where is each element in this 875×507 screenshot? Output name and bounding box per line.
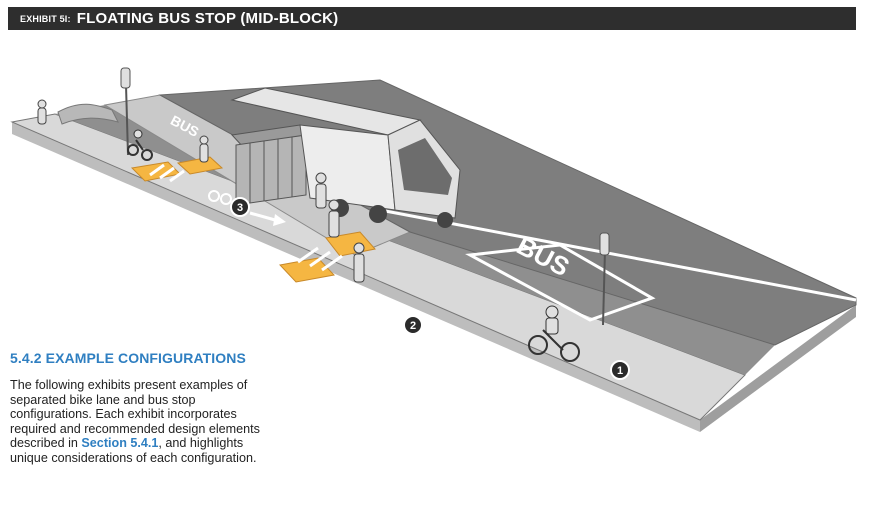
svg-text:1: 1 [617, 365, 623, 377]
pedestrian [315, 172, 327, 209]
exhibit-number: EXHIBIT 5I: [20, 13, 71, 24]
bus-stop-sign-far [120, 67, 131, 156]
bus-box-marking [465, 243, 656, 322]
pedestrian [37, 99, 47, 125]
section-5-4-1-link[interactable]: Section 5.4.1 [81, 436, 159, 451]
callout-3: 3 [230, 197, 250, 217]
svg-text:2: 2 [410, 320, 416, 332]
crosswalk-near [297, 246, 343, 272]
body-text-before: The following exhibits present examples … [10, 378, 260, 451]
cyclist-near [528, 305, 580, 362]
lane-line [379, 208, 857, 302]
pedestrian [353, 242, 365, 283]
floating-bus-stop-illustration: BUS BUS [10, 67, 857, 432]
exhibit-header: EXHIBIT 5I: FLOATING BUS STOP (MID-BLOCK… [8, 7, 856, 30]
raised-curb [57, 103, 119, 125]
crosswalk-far [149, 163, 185, 183]
bike-arrow [249, 211, 276, 222]
callout-1: 1 [610, 360, 630, 380]
pedestrian [328, 199, 340, 238]
callout-2: 2 [403, 315, 423, 335]
exhibit-title: FLOATING BUS STOP (MID-BLOCK) [76, 10, 339, 27]
svg-text:3: 3 [237, 202, 243, 214]
cyclist-far [127, 129, 153, 161]
body-text-after: , and highlights unique considerations o… [10, 436, 257, 465]
bus-shelter [230, 124, 314, 206]
bus [230, 87, 461, 228]
bus-stop-sign-near [599, 232, 610, 326]
bus-side [299, 124, 396, 211]
pedestrian [199, 135, 209, 163]
section-body: The following exhibits present examples … [10, 378, 265, 466]
section-heading: 5.4.2 EXAMPLE CONFIGURATIONS [10, 350, 246, 366]
slab-side-right [700, 305, 856, 432]
tactile-pad [279, 257, 335, 283]
tactile-pad [176, 156, 224, 175]
